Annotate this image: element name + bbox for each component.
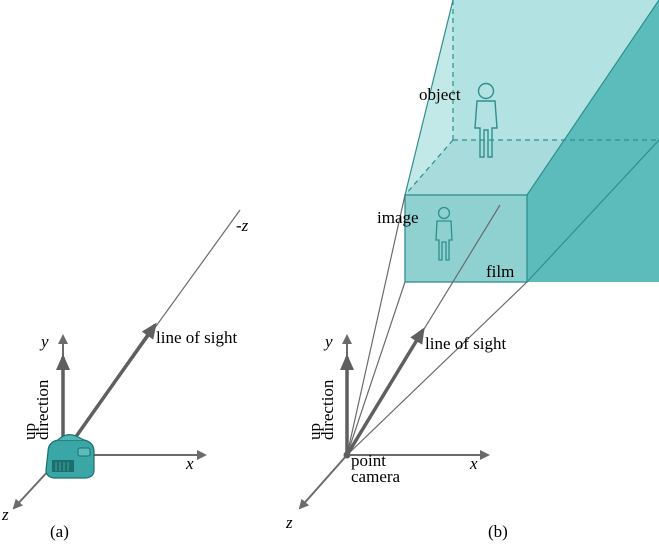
- object-person-icon: [474, 82, 498, 158]
- film-plane: [404, 194, 528, 283]
- panel-a-y-label: y: [39, 332, 49, 351]
- ray-line: [346, 194, 406, 456]
- point-camera-label-2: camera: [351, 467, 401, 486]
- panel-a-line-of-sight-vector: [61, 322, 157, 457]
- point-camera-label-1: point: [351, 451, 386, 470]
- frustum-edge: [404, 0, 454, 196]
- panel-a-neg-z-label: -z: [236, 216, 249, 235]
- panel-b-line-of-sight-label: line of sight: [425, 334, 506, 353]
- panel-b-line-of-sight-vector: [345, 327, 425, 456]
- frustum-hidden-edge: [404, 139, 454, 196]
- panel-b: y x z line of sight up direction object …: [285, 0, 659, 541]
- panel-a-z-label: z: [1, 505, 9, 524]
- panel-a: y x z -z line of sight up direction (a): [1, 209, 249, 541]
- panel-b-caption: (b): [488, 522, 508, 541]
- panel-a-caption: (a): [50, 522, 69, 541]
- panel-a-line-of-sight-label: line of sight: [156, 328, 237, 347]
- panel-b-z-label: z: [285, 513, 293, 532]
- camera-icon: [45, 434, 95, 479]
- frustum-edge: [526, 139, 659, 283]
- image-label: image: [377, 208, 419, 227]
- ray-line: [346, 281, 528, 456]
- object-label: object: [419, 85, 461, 104]
- panel-a-up-label-1: up: [20, 423, 39, 440]
- point-camera-dot: [343, 451, 351, 459]
- frustum-edge: [526, 0, 659, 196]
- film-label: film: [486, 262, 514, 281]
- ray-line: [346, 281, 406, 456]
- panel-b-y-label: y: [323, 332, 333, 351]
- panel-b-z-axis: [298, 454, 348, 510]
- panel-a-x-label: x: [185, 454, 194, 473]
- panel-b-up-label-1: up: [305, 423, 324, 440]
- panel-a-up-label-2: direction: [33, 379, 52, 440]
- panel-b-x-label: x: [469, 454, 478, 473]
- panel-b-up-label-2: direction: [318, 379, 337, 440]
- image-person-icon: [435, 206, 453, 261]
